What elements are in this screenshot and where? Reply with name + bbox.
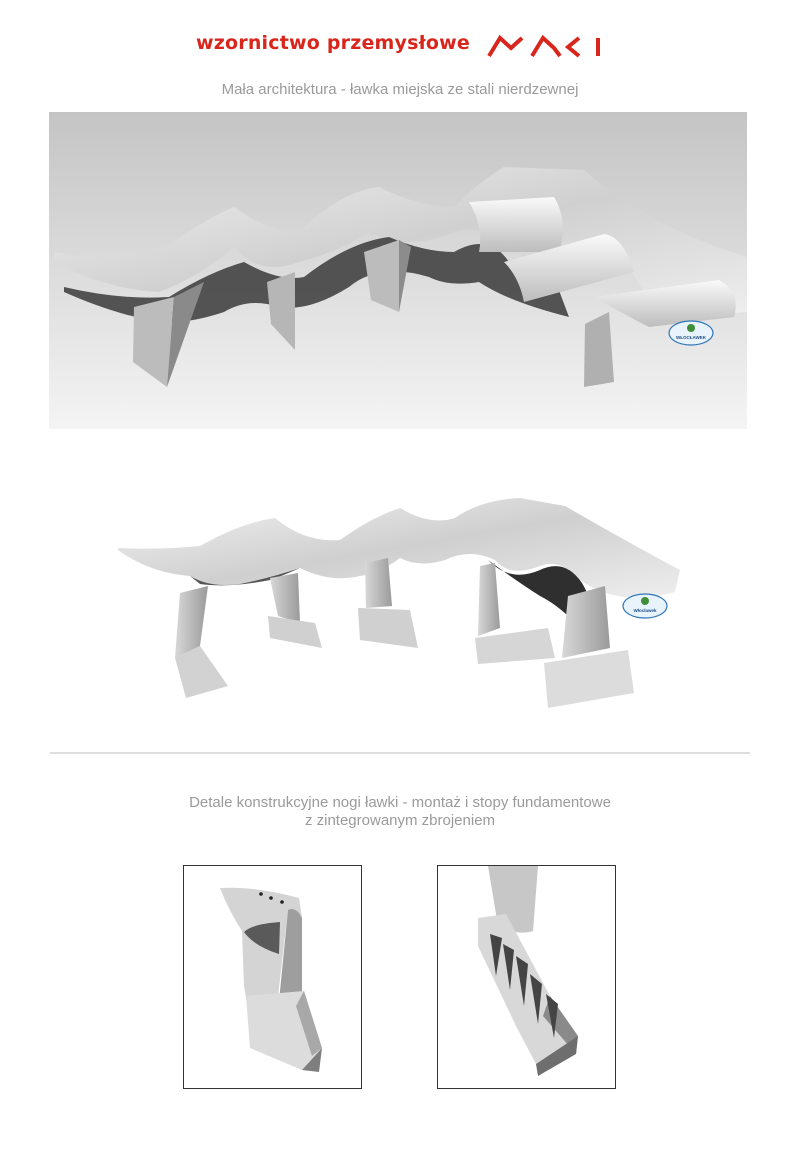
badge-label: Włocławek: [633, 608, 657, 613]
leg-foundation-drawing: [478, 866, 578, 1076]
detail-leg-foundation: [437, 865, 616, 1089]
maki-logo-icon: [487, 34, 600, 58]
bench-render-top-view: WŁOCŁAWEK: [49, 112, 747, 429]
badge-label: WŁOCŁAWEK: [676, 335, 707, 340]
brand-name: wzornictwo przemysłowe: [196, 32, 470, 54]
section-divider: [50, 752, 750, 754]
detail-leg-mounting: [183, 865, 362, 1089]
detail-caption: Detale konstrukcyjne nogi ławki - montaż…: [0, 794, 800, 830]
leg-mounting-drawing: [220, 887, 322, 1072]
render-caption: Mała architektura - ławka miejska ze sta…: [221, 81, 579, 98]
detail-caption-line-2: z zintegrowanym zbrojeniem: [304, 812, 496, 829]
bench-render-perspective: Włocławek: [118, 498, 680, 708]
header: wzornictwo przemysłowe: [0, 28, 800, 68]
detail-caption-line-1: Detale konstrukcyjne nogi ławki - montaż…: [189, 794, 611, 811]
